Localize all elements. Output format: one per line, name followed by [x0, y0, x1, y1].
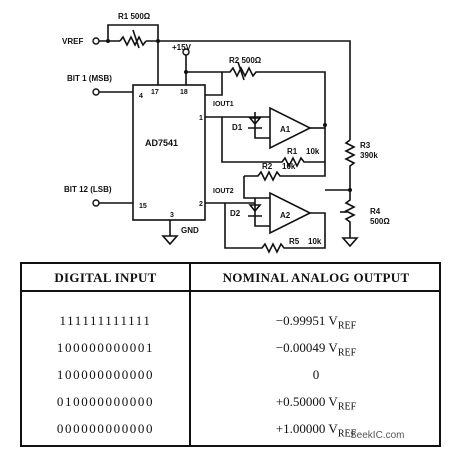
r1b-value: 10k: [306, 147, 320, 156]
bit1-terminal: [92, 88, 100, 96]
row-input: 100000000000: [56, 367, 155, 382]
table-row: 100000000001 −0.00049 VREF: [22, 336, 439, 362]
gnd-label: GND: [181, 226, 199, 235]
table-header: DIGITAL INPUT NOMINAL ANALOG OUTPUT: [22, 264, 439, 292]
r2-label: R2 500Ω: [229, 56, 262, 65]
opamp-a2: [269, 191, 312, 235]
truth-table: DIGITAL INPUT NOMINAL ANALOG OUTPUT 1111…: [20, 262, 441, 447]
row-output: +0.50000 VREF: [275, 394, 357, 413]
r5-value: 10k: [308, 237, 322, 246]
iout2-label: IOUT2: [213, 188, 234, 195]
supply-terminal: [182, 48, 190, 56]
r1-label: R1 500Ω: [118, 12, 151, 21]
pin-15: 15: [139, 203, 147, 210]
a2-label: A2: [280, 211, 291, 220]
r2-potentiometer: [222, 66, 326, 125]
ad7541-chip: [132, 84, 206, 221]
opamp-a1: [269, 106, 312, 150]
vref-label: VREF: [62, 37, 83, 46]
d2-diode: [248, 204, 262, 213]
header-analog-output: NOMINAL ANALOG OUTPUT: [222, 270, 410, 285]
r1-potentiometer: [119, 35, 147, 47]
row-output: +1.00000 VREF: [275, 421, 357, 440]
row-input: 100000000001: [56, 340, 155, 355]
r4-value: 500Ω: [370, 217, 390, 226]
bit12-terminal: [92, 199, 100, 207]
header-digital-input: DIGITAL INPUT: [54, 270, 157, 285]
bit1-label: BIT 1 (MSB): [67, 74, 112, 83]
r2b-label: R2: [262, 162, 273, 171]
supply-label: +15V: [172, 43, 192, 52]
vref-terminal: [92, 37, 100, 45]
pin-17: 17: [151, 89, 159, 96]
table-row: 000000000000 +1.00000 VREF: [22, 417, 439, 443]
row-output: 0: [312, 367, 320, 382]
chip-name: AD7541: [145, 138, 178, 148]
table-row: 100000000000 0: [22, 363, 439, 389]
r4-ground-symbol: [341, 237, 359, 248]
a1-label: A1: [280, 125, 291, 134]
watermark: SeekIC.com: [350, 430, 405, 441]
d1-label: D1: [232, 123, 243, 132]
column-divider: [189, 264, 191, 445]
r2b-value: 10k: [282, 162, 296, 171]
pin-1: 1: [199, 115, 203, 122]
row-input: 010000000000: [56, 394, 155, 409]
ground-symbol: [161, 235, 179, 246]
row-input: 111111111111: [59, 313, 152, 328]
iout1-label: IOUT1: [213, 101, 234, 108]
pin-18: 18: [180, 89, 188, 96]
r4-label: R4: [370, 207, 381, 216]
r1b-label: R1: [287, 147, 298, 156]
table-row: 010000000000 +0.50000 VREF: [22, 390, 439, 416]
bit12-label: BIT 12 (LSB): [64, 185, 112, 194]
table-row: 111111111111 −0.99951 VREF: [22, 309, 439, 335]
pin-4: 4: [139, 93, 143, 100]
row-input: 000000000000: [56, 421, 155, 436]
d2-label: D2: [230, 209, 241, 218]
pin-3: 3: [170, 212, 174, 219]
r4-potentiometer: [325, 189, 356, 238]
r3-label: R3: [360, 141, 371, 150]
r3-resistor: [344, 139, 356, 190]
r3-value: 390k: [360, 151, 378, 160]
d1-diode: [248, 117, 262, 126]
r5-label: R5: [289, 237, 300, 246]
circuit-schematic: VREF R1 500Ω AD7541 17 18 4 15 1 2 3 +15…: [62, 12, 390, 254]
pin-2: 2: [199, 201, 203, 208]
row-output: −0.99951 VREF: [275, 313, 357, 332]
row-output: −0.00049 VREF: [275, 340, 357, 359]
